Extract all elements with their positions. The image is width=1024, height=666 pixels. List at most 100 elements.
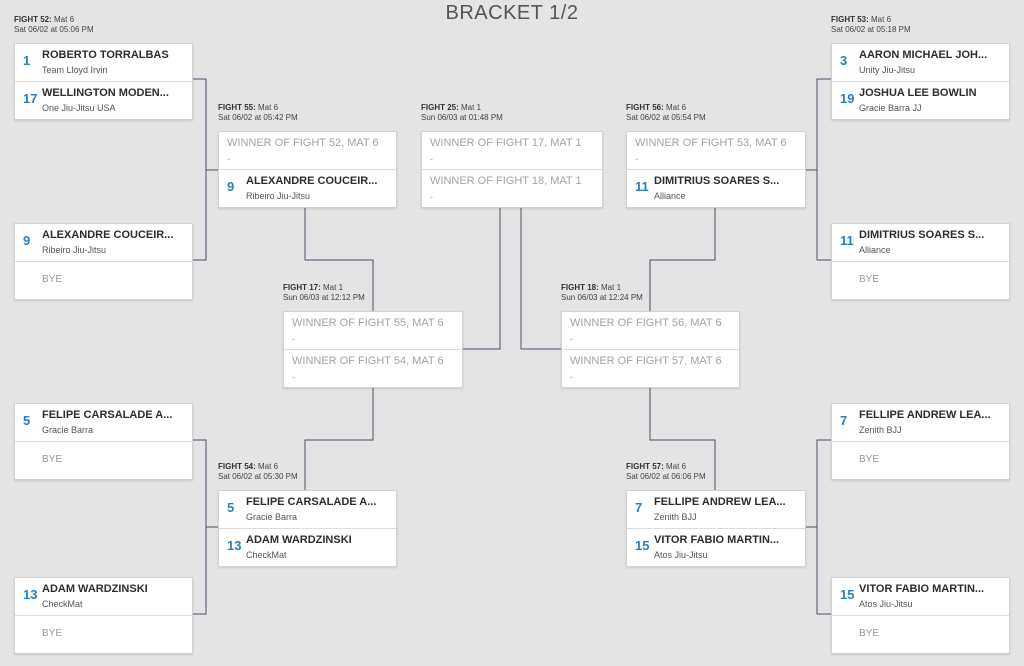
competitor-name[interactable]: AARON MICHAEL JOH... [859, 49, 988, 61]
fight-number: FIGHT 55: [218, 103, 256, 112]
pending-placeholder: - [292, 372, 295, 382]
competitor-name[interactable]: FELIPE CARSALADE A... [246, 496, 377, 508]
competitor-name[interactable]: ADAM WARDZINSKI [246, 534, 352, 546]
team-name: Alliance [859, 245, 891, 255]
competitor-slot[interactable]: WINNER OF FIGHT 52, MAT 6 - [219, 132, 396, 169]
competitor-name[interactable]: WELLINGTON MODEN... [42, 87, 169, 99]
fight-card[interactable]: WINNER OF FIGHT 55, MAT 6-WINNER OF FIGH… [283, 311, 463, 388]
competitor-name[interactable]: DIMITRIUS SOARES S... [859, 229, 985, 241]
pending-winner-label: WINNER OF FIGHT 52, MAT 6 [227, 137, 379, 149]
competitor-slot[interactable]: WINNER OF FIGHT 17, MAT 1- [422, 132, 602, 169]
competitor-name[interactable]: DIMITRIUS SOARES S... [654, 175, 780, 187]
seed-number: 5 [227, 500, 235, 515]
competitor-slot[interactable]: BYE [15, 261, 192, 299]
competitor-slot[interactable]: WINNER OF FIGHT 18, MAT 1- [422, 169, 602, 207]
fight-number-line: FIGHT 53: Mat 6 [831, 15, 911, 25]
competitor-slot[interactable]: BYE [15, 615, 192, 653]
competitor-slot[interactable]: 9 ALEXANDRE COUCEIR... Ribeiro Jiu-Jitsu [15, 224, 192, 261]
competitor-name[interactable]: VITOR FABIO MARTIN... [654, 534, 780, 546]
competitor-slot[interactable]: WINNER OF FIGHT 56, MAT 6- [562, 312, 739, 349]
competitor-slot[interactable]: WINNER OF FIGHT 57, MAT 6- [562, 349, 739, 387]
seed-number: 11 [840, 233, 854, 248]
competitor-name[interactable]: ADAM WARDZINSKI [42, 583, 148, 595]
bye-label: BYE [859, 628, 880, 639]
pending-winner-label: WINNER OF FIGHT 56, MAT 6 [570, 317, 722, 329]
seed-number: 5 [23, 413, 31, 428]
competitor-slot[interactable]: WINNER OF FIGHT 53, MAT 6- [627, 132, 805, 169]
fight-mat: Mat 6 [663, 462, 687, 471]
competitor-name[interactable]: ROBERTO TORRALBAS [42, 49, 169, 61]
competitor-slot[interactable]: BYE [832, 261, 1009, 299]
team-name: Unity Jiu-Jitsu [859, 65, 916, 75]
competitor-slot[interactable]: 5 FELIPE CARSALADE A... Gracie Barra [219, 491, 396, 528]
competitor-slot[interactable]: WINNER OF FIGHT 54, MAT 6 - [284, 349, 462, 387]
competitor-name[interactable]: FELLIPE ANDREW LEA... [654, 496, 786, 508]
competitor-name[interactable]: ALEXANDRE COUCEIR... [42, 229, 174, 241]
pending-placeholder: - [570, 372, 573, 382]
fight-card[interactable]: WINNER OF FIGHT 52, MAT 6 - 9 ALEXANDRE COU… [218, 131, 397, 208]
fight-mat: Mat 1 [320, 283, 344, 292]
team-name: Atos Jiu-Jitsu [859, 599, 913, 609]
team-name: Ribeiro Jiu-Jitsu [42, 245, 107, 255]
competitor-slot[interactable]: BYE [832, 615, 1009, 653]
competitor-slot[interactable]: WINNER OF FIGHT 55, MAT 6- [284, 312, 462, 349]
pending-winner-label: WINNER OF FIGHT 54, MAT 6 [292, 355, 444, 367]
team-name: Gracie Barra [246, 512, 298, 522]
bye-label: BYE [42, 454, 63, 465]
competitor-slot[interactable]: BYE [15, 441, 192, 479]
seed-number: 9 [227, 179, 235, 194]
competitor-name[interactable]: FELLIPE ANDREW LEA... [859, 409, 991, 421]
fight-datetime: Sun 06/03 at 12:12 PM [283, 293, 365, 302]
fight-number-line: FIGHT 25: Mat 1 [421, 103, 503, 113]
fight-number-line: FIGHT 55: Mat 6 [218, 103, 298, 113]
competitor-name[interactable]: FELIPE CARSALADE A... [42, 409, 173, 421]
fight-mat: Mat 1 [598, 283, 622, 292]
fight-card[interactable]: WINNER OF FIGHT 17, MAT 1-WINNER OF FIGH… [421, 131, 603, 208]
competitor-name[interactable]: VITOR FABIO MARTIN... [859, 583, 985, 595]
bracket-title: BRACKET 1/2 [445, 2, 579, 24]
competitor-name[interactable]: ALEXANDRE COUCEIR... [246, 175, 378, 187]
team-name: Gracie Barra JJ [859, 103, 922, 113]
team-name: CheckMat [246, 550, 287, 560]
fight-card[interactable]: WINNER OF FIGHT 56, MAT 6-WINNER OF FIGH… [561, 311, 740, 388]
competitor-slot[interactable]: BYE [832, 441, 1009, 479]
pending-winner-label: WINNER OF FIGHT 18, MAT 1 [430, 175, 582, 187]
fight-datetime: Sat 06/02 at 05:18 PM [831, 25, 911, 34]
competitor-name[interactable]: JOSHUA LEE BOWLIN [859, 87, 977, 99]
bye-label: BYE [42, 628, 63, 639]
competitor-slot[interactable]: 11 DIMITRIUS SOARES S... Alliance [832, 224, 1009, 261]
seed-number: 9 [23, 233, 31, 248]
pending-placeholder: - [227, 154, 230, 164]
fight-mat: Mat 6 [868, 15, 892, 24]
